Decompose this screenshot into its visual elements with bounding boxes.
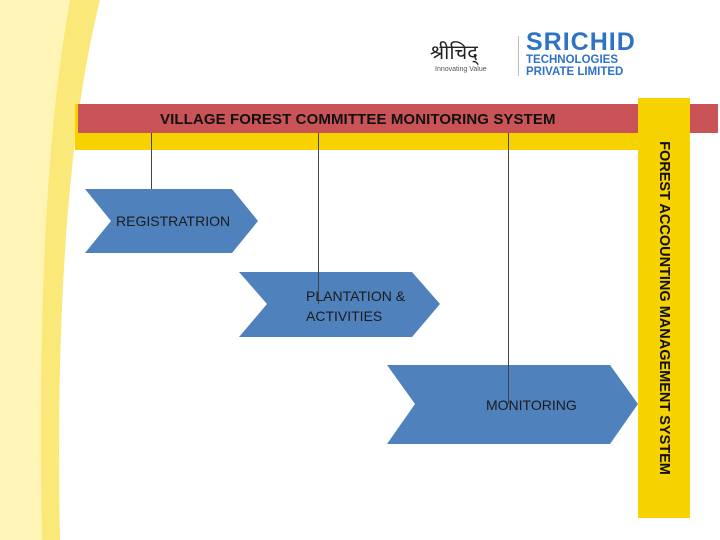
step-shape-plantation <box>239 272 440 337</box>
logo-company-subtitle: TECHNOLOGIES PRIVATE LIMITED <box>526 54 623 78</box>
logo-divider <box>518 36 519 76</box>
logo-hindi-text: श्रीचिद् <box>430 40 478 64</box>
step-shape-registration <box>85 189 258 253</box>
page-title: VILLAGE FOREST COMMITTEE MONITORING SYST… <box>160 111 556 128</box>
step-label-monitoring: MONITORING <box>486 397 577 413</box>
logo-company-name: SRICHID <box>526 28 636 56</box>
logo-sub-line-2: PRIVATE LIMITED <box>526 66 624 78</box>
connector-line-monitoring <box>508 133 509 404</box>
vertical-yellow-band <box>638 98 690 518</box>
connector-line-plantation <box>318 133 319 304</box>
header-red-bar <box>78 104 718 133</box>
step-label-registration: REGISTRATRION <box>116 213 231 229</box>
connector-line-registration <box>151 133 152 189</box>
step-label-plantation: PLANTATION & ACTIVITIES <box>306 288 406 324</box>
logo-sub-line-1: TECHNOLOGIES <box>526 54 619 66</box>
step-shape-monitoring <box>387 365 638 444</box>
logo-tagline: Innovating Value <box>435 66 487 73</box>
